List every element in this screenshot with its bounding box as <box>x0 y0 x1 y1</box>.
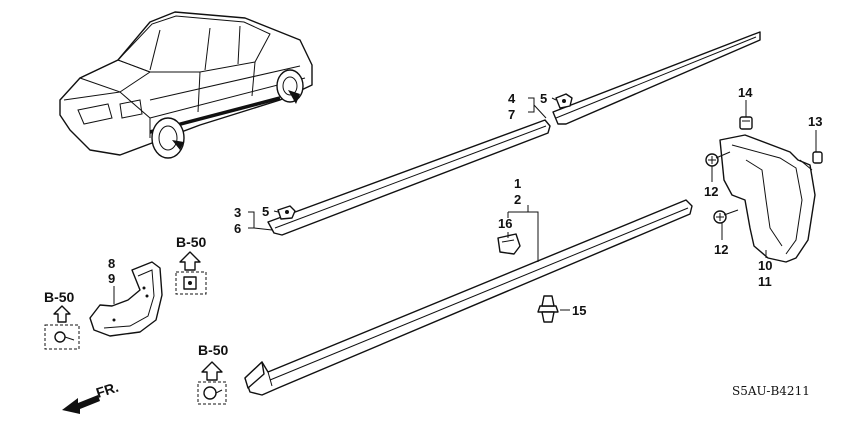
front-direction-arrow: FR. <box>62 379 120 414</box>
reference-label-middle: B-50 <box>176 234 207 250</box>
reference-label-bottom: B-50 <box>198 342 229 358</box>
callout-2: 2 <box>514 192 521 207</box>
reference-box-clip <box>175 251 207 295</box>
clip-upper <box>555 93 573 109</box>
callout-14: 14 <box>738 85 753 100</box>
callout-15: 15 <box>572 303 586 318</box>
callout-12-lower: 12 <box>714 242 728 257</box>
callout-11: 11 <box>758 274 772 289</box>
callout-5-upper: 5 <box>540 91 547 106</box>
nut-side <box>812 151 823 164</box>
side-sill-garnish <box>244 199 693 396</box>
callout-1: 1 <box>514 176 521 191</box>
callout-8: 8 <box>108 256 115 271</box>
callout-3: 3 <box>234 205 241 220</box>
callout-6: 6 <box>234 221 241 236</box>
front-mudguard <box>89 261 163 337</box>
callout-7: 7 <box>508 107 515 122</box>
reference-box-rivet <box>197 361 227 405</box>
direction-label: FR. <box>94 379 120 401</box>
callout-9: 9 <box>108 271 115 286</box>
push-clip <box>537 295 559 323</box>
car-illustration <box>59 11 313 159</box>
rear-door-molding <box>552 31 761 125</box>
diagram-code: S5AU-B4211 <box>732 384 810 398</box>
front-door-molding <box>267 119 551 236</box>
callout-12-upper: 12 <box>704 184 718 199</box>
reference-box-screw <box>44 305 80 350</box>
callout-10: 10 <box>758 258 772 273</box>
rear-mudguard <box>719 134 816 263</box>
clip-lower <box>277 205 296 220</box>
reference-label-left: B-50 <box>44 289 75 305</box>
clip-sill <box>497 233 521 255</box>
callout-13: 13 <box>808 114 822 129</box>
screw-lower <box>713 209 739 224</box>
callout-4: 4 <box>508 91 516 106</box>
nut-upper <box>739 116 753 130</box>
callout-16: 16 <box>498 216 512 231</box>
callout-5-lower: 5 <box>262 204 269 219</box>
leader-lines <box>113 97 817 311</box>
